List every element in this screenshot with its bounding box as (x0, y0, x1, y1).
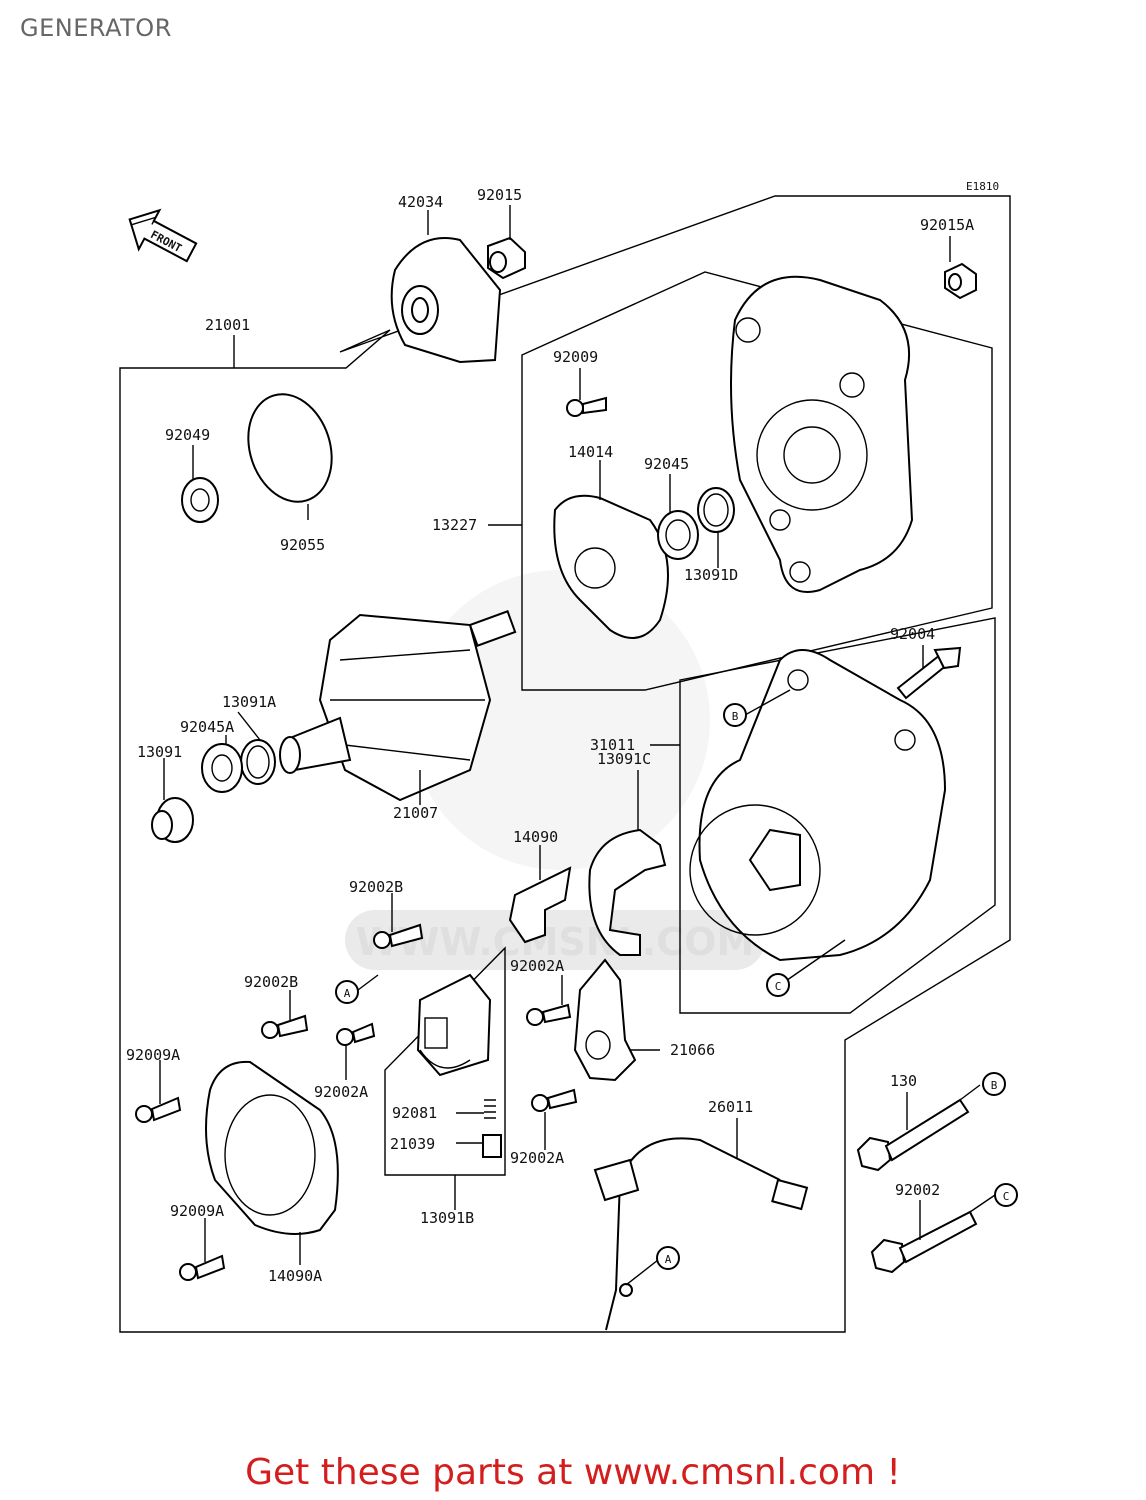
part-13091C (588, 828, 667, 956)
part-14090A (205, 1060, 339, 1235)
part-92015 (487, 236, 526, 280)
part-92002A-screw-3 (531, 1088, 578, 1112)
part-13091A (240, 739, 276, 785)
callout-92045: 92045 (644, 455, 689, 473)
callout-92081: 92081 (392, 1104, 437, 1122)
callout-14090A: 14090A (268, 1267, 322, 1285)
part-92055 (247, 393, 333, 503)
part-42034 (390, 237, 502, 364)
part-13091D (697, 487, 735, 533)
callout-92045A: 92045A (180, 718, 234, 736)
part-92081 (484, 1099, 496, 1119)
connector-b-2: B (982, 1072, 1006, 1096)
part-92002B-screw-2 (261, 1014, 309, 1039)
assembly-outline-21001 (119, 195, 1011, 1333)
svg-text:A: A (344, 987, 351, 1000)
callout-92015A: 92015A (920, 216, 974, 234)
part-14090 (508, 866, 572, 944)
leader-lines (159, 205, 996, 1286)
part-13091 (151, 797, 194, 843)
callout-42034: 42034 (398, 193, 443, 211)
part-21066 (573, 958, 637, 1082)
part-92045A (201, 743, 243, 793)
callout-92002A-2: 92002A (314, 1083, 368, 1101)
part-26011 (593, 1137, 809, 1331)
part-92002A-screw-1 (336, 1022, 376, 1046)
part-21007 (279, 610, 517, 802)
svg-text:A: A (665, 1253, 672, 1266)
part-31011 (689, 649, 947, 962)
callout-13091: 13091 (137, 743, 182, 761)
callout-21039: 21039 (390, 1135, 435, 1153)
callout-130: 130 (890, 1072, 917, 1090)
callout-13091B: 13091B (420, 1209, 474, 1227)
callout-14014: 14014 (568, 443, 613, 461)
callout-21001: 21001 (205, 316, 250, 334)
connector-a-2: A (656, 1246, 680, 1270)
callout-31011: 31011 (590, 736, 635, 754)
callout-92049: 92049 (165, 426, 210, 444)
callout-92002A-1: 92002A (510, 957, 564, 975)
assembly-outline-13091B (384, 946, 506, 1176)
assembly-outline-31011 (679, 617, 996, 1014)
part-92045 (657, 510, 699, 560)
callout-13091A: 13091A (222, 693, 276, 711)
connector-c-1: C (766, 973, 790, 997)
callout-13227: 13227 (432, 516, 477, 534)
callout-92002: 92002 (895, 1181, 940, 1199)
callout-92002A-3: 92002A (510, 1149, 564, 1167)
callout-13091D: 13091D (684, 566, 738, 584)
diagram-ref-code: E1810 (966, 180, 999, 193)
part-regulator (416, 973, 492, 1077)
part-14014 (553, 494, 669, 639)
callout-14090: 14090 (513, 828, 558, 846)
callout-92009A-2: 92009A (170, 1202, 224, 1220)
footer-cta: Get these parts at www.cmsnl.com ! (0, 1452, 1146, 1493)
connector-b-1: B (723, 703, 747, 727)
part-92049 (181, 477, 219, 523)
watermark: WWW.CMSNL.COM (345, 570, 765, 970)
callout-labels: 42034 92015 92015A 21001 92049 92055 920… (126, 186, 974, 1285)
callout-21066: 21066 (670, 1041, 715, 1059)
connector-c-2: C (994, 1183, 1018, 1207)
callout-26011: 26011 (708, 1098, 753, 1116)
svg-text:C: C (1003, 1190, 1010, 1203)
svg-text:C: C (775, 980, 782, 993)
svg-text:B: B (732, 710, 739, 723)
part-92004 (896, 646, 962, 700)
connector-a-1: A (335, 980, 359, 1004)
part-end-housing (730, 275, 914, 593)
part-92002B-screw-1 (373, 923, 424, 949)
part-92009A-screw-1 (135, 1096, 182, 1123)
shop-link[interactable]: Get these parts at www.cmsnl.com ! (245, 1452, 901, 1493)
callout-92015: 92015 (477, 186, 522, 204)
front-arrow-icon: FRONT (128, 208, 198, 263)
callout-92002B-1: 92002B (349, 878, 403, 896)
callout-92009A-1: 92009A (126, 1046, 180, 1064)
callout-92009: 92009 (553, 348, 598, 366)
page-title: GENERATOR (20, 14, 172, 42)
part-21039 (482, 1134, 502, 1158)
callout-21007: 21007 (393, 804, 438, 822)
part-92009 (566, 396, 607, 417)
callout-92004: 92004 (890, 625, 935, 643)
callout-92002B-2: 92002B (244, 973, 298, 991)
assembly-outline-13227 (521, 271, 993, 691)
watermark-text: WWW.CMSNL.COM (356, 920, 755, 964)
part-130 (856, 1098, 970, 1172)
part-92002 (870, 1210, 978, 1274)
part-92009A-screw-2 (179, 1254, 226, 1281)
callout-13091C: 13091C (597, 750, 651, 768)
part-92015A (944, 262, 977, 300)
svg-text:B: B (991, 1079, 998, 1092)
part-92002A-screw-2 (526, 1003, 572, 1026)
callout-92055: 92055 (280, 536, 325, 554)
